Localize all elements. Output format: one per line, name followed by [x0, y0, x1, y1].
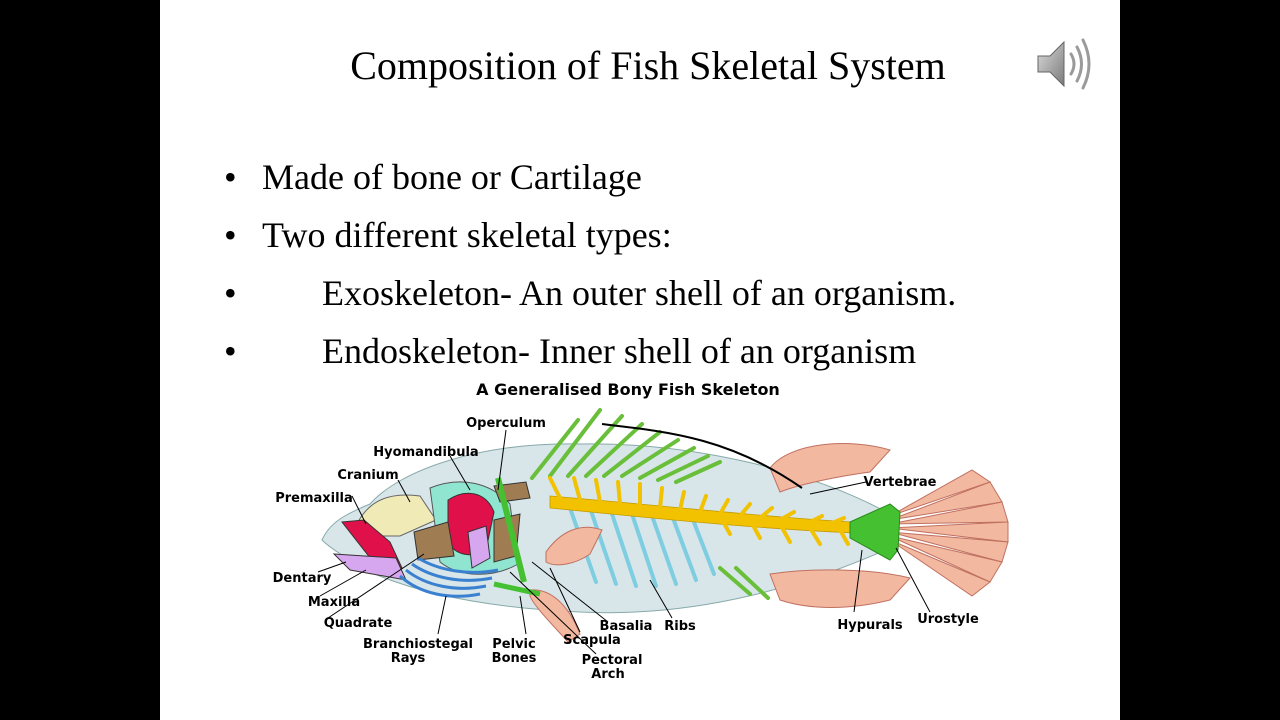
label-basalia: Basalia: [600, 619, 653, 634]
label-branchiostegal-rays: Rays: [391, 651, 426, 666]
label-maxilla: Maxilla: [308, 595, 360, 610]
label-pectoral: Pectoral: [582, 653, 643, 668]
label-hypurals: Hypurals: [837, 618, 903, 633]
label-hyomandibula: Hyomandibula: [373, 445, 478, 460]
label-cranium: Cranium: [337, 468, 398, 483]
label-premaxilla: Premaxilla: [275, 491, 353, 506]
skull: [332, 477, 531, 598]
fish-skeleton-diagram: A Generalised Bony Fish Skeleton: [273, 380, 1009, 682]
label-pelvic: Pelvic: [492, 637, 535, 652]
bullet-marker: •: [224, 273, 237, 313]
bullet-marker: •: [224, 331, 237, 371]
bullet-text: Endoskeleton- Inner shell of an organism: [322, 331, 917, 371]
label-urostyle: Urostyle: [917, 612, 979, 627]
bullet-marker: •: [224, 215, 237, 255]
dorsal-line: [601, 423, 803, 489]
diagram-labels: Operculum Hyomandibula Cranium Premaxill…: [273, 416, 979, 682]
dorsal-fin-spines: [530, 408, 722, 484]
label-vertebrae: Vertebrae: [864, 475, 937, 490]
bullet-text: Two different skeletal types:: [262, 215, 672, 255]
label-ribs: Ribs: [664, 619, 696, 634]
vertebral-column: [548, 476, 891, 546]
diagram-title: A Generalised Bony Fish Skeleton: [476, 380, 780, 399]
label-dentary: Dentary: [273, 571, 332, 586]
hypurals: [849, 503, 901, 561]
slide: Composition of Fish Skeletal System • Mad…: [160, 0, 1120, 720]
speaker-volume-icon[interactable]: [1034, 32, 1098, 96]
bullet-text: Made of bone or Cartilage: [262, 157, 642, 197]
caudal-fin: [889, 469, 1009, 597]
label-operculum: Operculum: [466, 416, 546, 431]
pelvic-bone: [493, 581, 541, 597]
anal-fin: [718, 566, 911, 608]
label-quadrate: Quadrate: [324, 616, 393, 631]
pectoral-fin: [545, 526, 603, 566]
leader-lines: [317, 429, 931, 655]
label-pectoral-arch: Arch: [591, 667, 624, 682]
label-scapula: Scapula: [563, 633, 621, 648]
label-pelvic-bones: Bones: [492, 651, 537, 666]
bullet-text: Exoskeleton- An outer shell of an organi…: [322, 273, 957, 313]
bullet-marker: •: [224, 157, 237, 197]
slide-title: Composition of Fish Skeletal System: [350, 43, 946, 88]
label-branchiostegal: Branchiostegal: [363, 637, 473, 652]
